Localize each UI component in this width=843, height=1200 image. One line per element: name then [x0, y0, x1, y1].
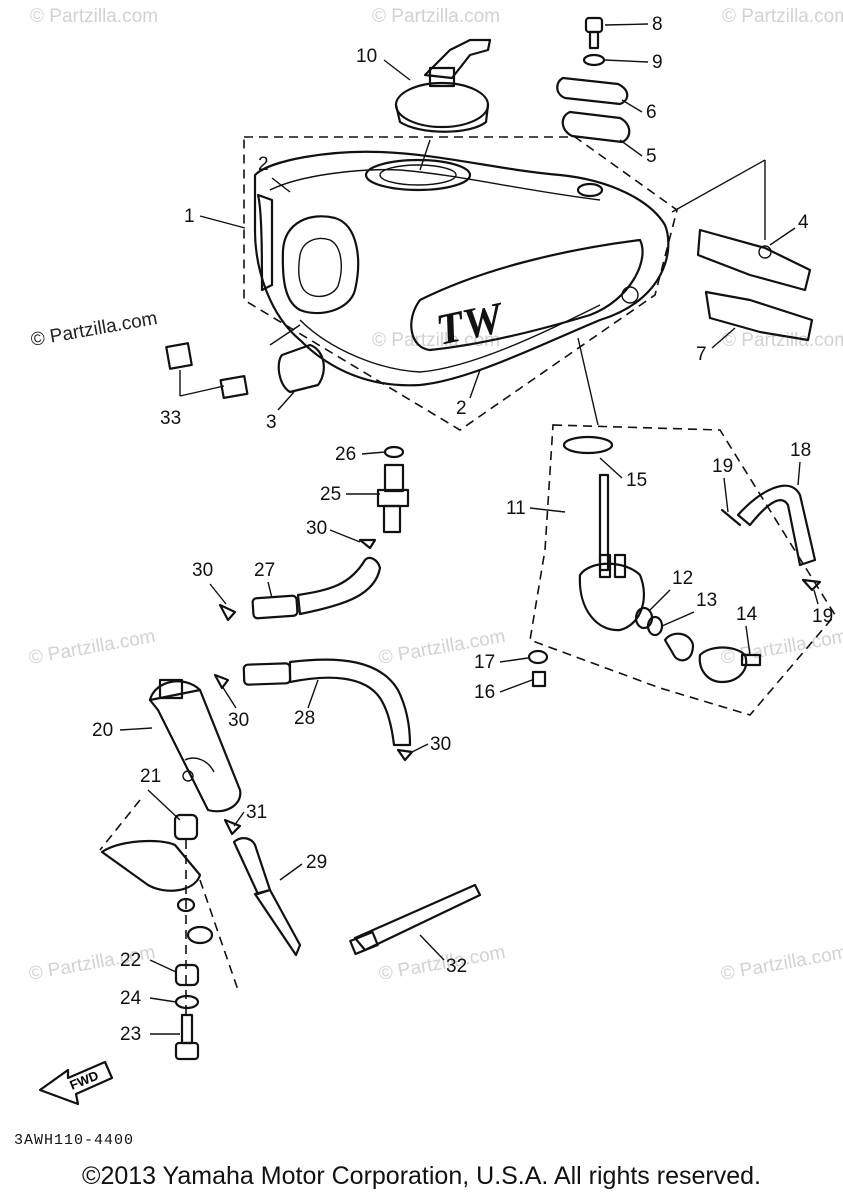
band [349, 883, 482, 956]
callout-label: 25 [320, 484, 341, 505]
callout-label: 18 [790, 440, 811, 461]
callout-label: 23 [120, 1024, 141, 1045]
watermark: © Partzilla.com [30, 6, 158, 27]
mount-bolt [174, 963, 200, 1061]
watermark: © Partzilla.com [29, 308, 159, 351]
watermark: © Partzilla.com [27, 626, 157, 669]
fwd-label: FWD [68, 1068, 101, 1093]
diagram-code: 3AWH110-4400 [14, 1132, 135, 1149]
callout-label: 9 [652, 52, 663, 73]
mount-hardware [556, 16, 631, 198]
callout-label: 10 [356, 46, 377, 67]
callout-label: 8 [652, 14, 663, 35]
fuel-cap [394, 38, 492, 171]
callout-label: 14 [736, 604, 758, 625]
callout-label: 1 [184, 206, 195, 227]
callout-label: 12 [672, 568, 693, 589]
callout-label: 28 [294, 708, 315, 729]
callout-label: 32 [446, 956, 467, 977]
watermark: © Partzilla.com [377, 942, 507, 985]
callout-label: 30 [192, 560, 213, 581]
fuel-cock [527, 337, 762, 688]
callout-label: 13 [696, 590, 717, 611]
side-dampers [165, 324, 325, 400]
pump-mount [100, 813, 239, 1020]
callout-label: 22 [120, 950, 141, 971]
callout-label: 19 [712, 456, 733, 477]
watermark: © Partzilla.com [722, 330, 843, 351]
callout-label: 20 [92, 720, 113, 741]
callout-label: 11 [506, 498, 526, 519]
fuel-pump [148, 678, 242, 813]
callout-label: 30 [228, 710, 249, 731]
callout-label: 24 [120, 988, 142, 1009]
callout-label: 2 [258, 154, 269, 175]
watermark: © Partzilla.com [722, 6, 843, 27]
callout-label: 2 [456, 398, 467, 419]
fuel-valve-25 [358, 445, 410, 550]
callout-label: 26 [335, 444, 356, 465]
callout-label: 5 [646, 146, 657, 167]
callouts: 1 2 2 3 4 5 6 7 8 9 10 11 12 13 14 15 16… [92, 14, 833, 1045]
callout-label: 6 [646, 102, 657, 123]
callout-label: 29 [306, 852, 327, 873]
callout-label: 7 [696, 344, 707, 365]
tank-group-outline [243, 136, 678, 431]
callout-label: 17 [474, 652, 495, 673]
rear-brackets [671, 159, 814, 342]
fwd-arrow: FWD [38, 1060, 114, 1106]
watermark: © Partzilla.com [719, 626, 843, 669]
callout-label: 33 [160, 408, 181, 429]
fuel-hose-18 [720, 484, 822, 592]
watermark-layer: © Partzilla.com © Partzilla.com © Partzi… [27, 6, 843, 985]
copyright-notice: ©2013 Yamaha Motor Corporation, U.S.A. A… [82, 1162, 761, 1190]
callout-label: 27 [254, 560, 275, 581]
callout-label: 21 [140, 766, 161, 787]
callout-label: 15 [626, 470, 647, 491]
callout-label: 3 [266, 412, 277, 433]
watermark: © Partzilla.com [719, 942, 843, 985]
hoses [213, 556, 414, 762]
watermark: © Partzilla.com [372, 6, 500, 27]
callout-label: 4 [798, 212, 809, 233]
callout-label: 16 [474, 682, 495, 703]
fuel-cock-outline [529, 424, 836, 716]
callout-label: 19 [812, 606, 833, 627]
callout-label: 31 [246, 802, 267, 823]
drain-hose [223, 818, 302, 957]
callout-label: 30 [430, 734, 451, 755]
callout-label: 30 [306, 518, 327, 539]
